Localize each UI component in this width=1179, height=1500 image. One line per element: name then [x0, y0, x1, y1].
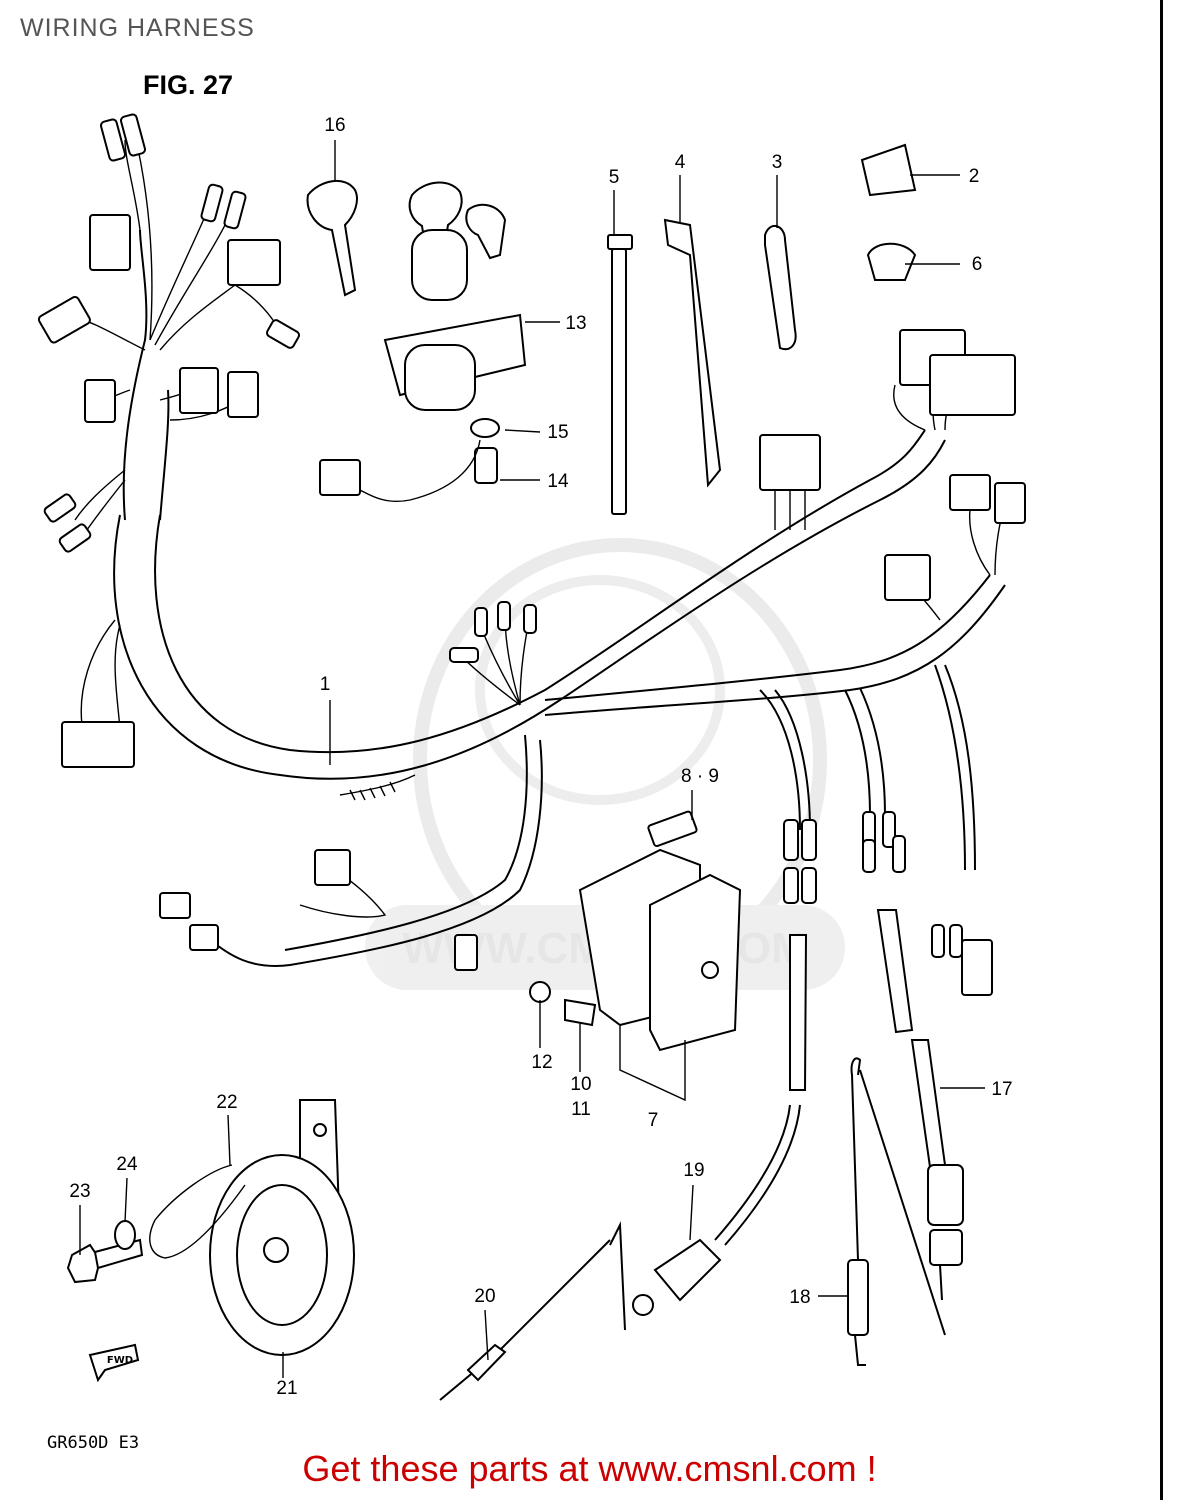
callout-22: 22 [216, 1092, 237, 1113]
callout-14: 14 [547, 471, 569, 492]
callout-24: 24 [116, 1154, 138, 1175]
page-title: WIRING HARNESS [20, 14, 255, 42]
main-harness [37, 113, 1026, 1091]
page-edge-line [1160, 0, 1163, 1500]
model-code: GR650D E3 [47, 1433, 140, 1453]
callout-numbers: 1 2 3 4 5 6 7 8 · 9 10 11 12 13 14 15 16… [69, 115, 1012, 1399]
clamps-and-ties [607, 143, 917, 515]
callout-5: 5 [609, 167, 620, 188]
horn-assembly: FWD [66, 1099, 355, 1383]
callout-12: 12 [531, 1052, 552, 1073]
fwd-marker: FWD [107, 1355, 133, 1366]
callout-13: 13 [565, 313, 586, 334]
callout-21: 21 [276, 1378, 297, 1399]
callout-16: 16 [324, 115, 345, 136]
footer-link[interactable]: Get these parts at www.cmsnl.com ! [302, 1448, 877, 1489]
callout-6: 6 [972, 254, 983, 275]
callout-18: 18 [789, 1287, 810, 1308]
callout-15: 15 [547, 422, 568, 443]
callout-1: 1 [320, 674, 331, 695]
callout-3: 3 [772, 152, 783, 173]
callout-8-9: 8 · 9 [681, 766, 719, 787]
callout-23: 23 [69, 1181, 90, 1202]
callout-10: 10 [570, 1074, 591, 1095]
figure-label: FIG. 27 [143, 70, 234, 100]
callout-19: 19 [683, 1160, 704, 1181]
relay-unit [529, 810, 742, 1102]
ignition-switch-assembly [306, 180, 527, 502]
callout-11: 11 [571, 1099, 591, 1120]
callout-4: 4 [675, 152, 686, 173]
callout-2: 2 [969, 166, 980, 187]
lower-right-components [439, 1039, 964, 1401]
callout-20: 20 [474, 1286, 495, 1307]
callout-17: 17 [991, 1079, 1012, 1100]
leader-lines [79, 140, 985, 1378]
callout-7: 7 [648, 1110, 659, 1131]
